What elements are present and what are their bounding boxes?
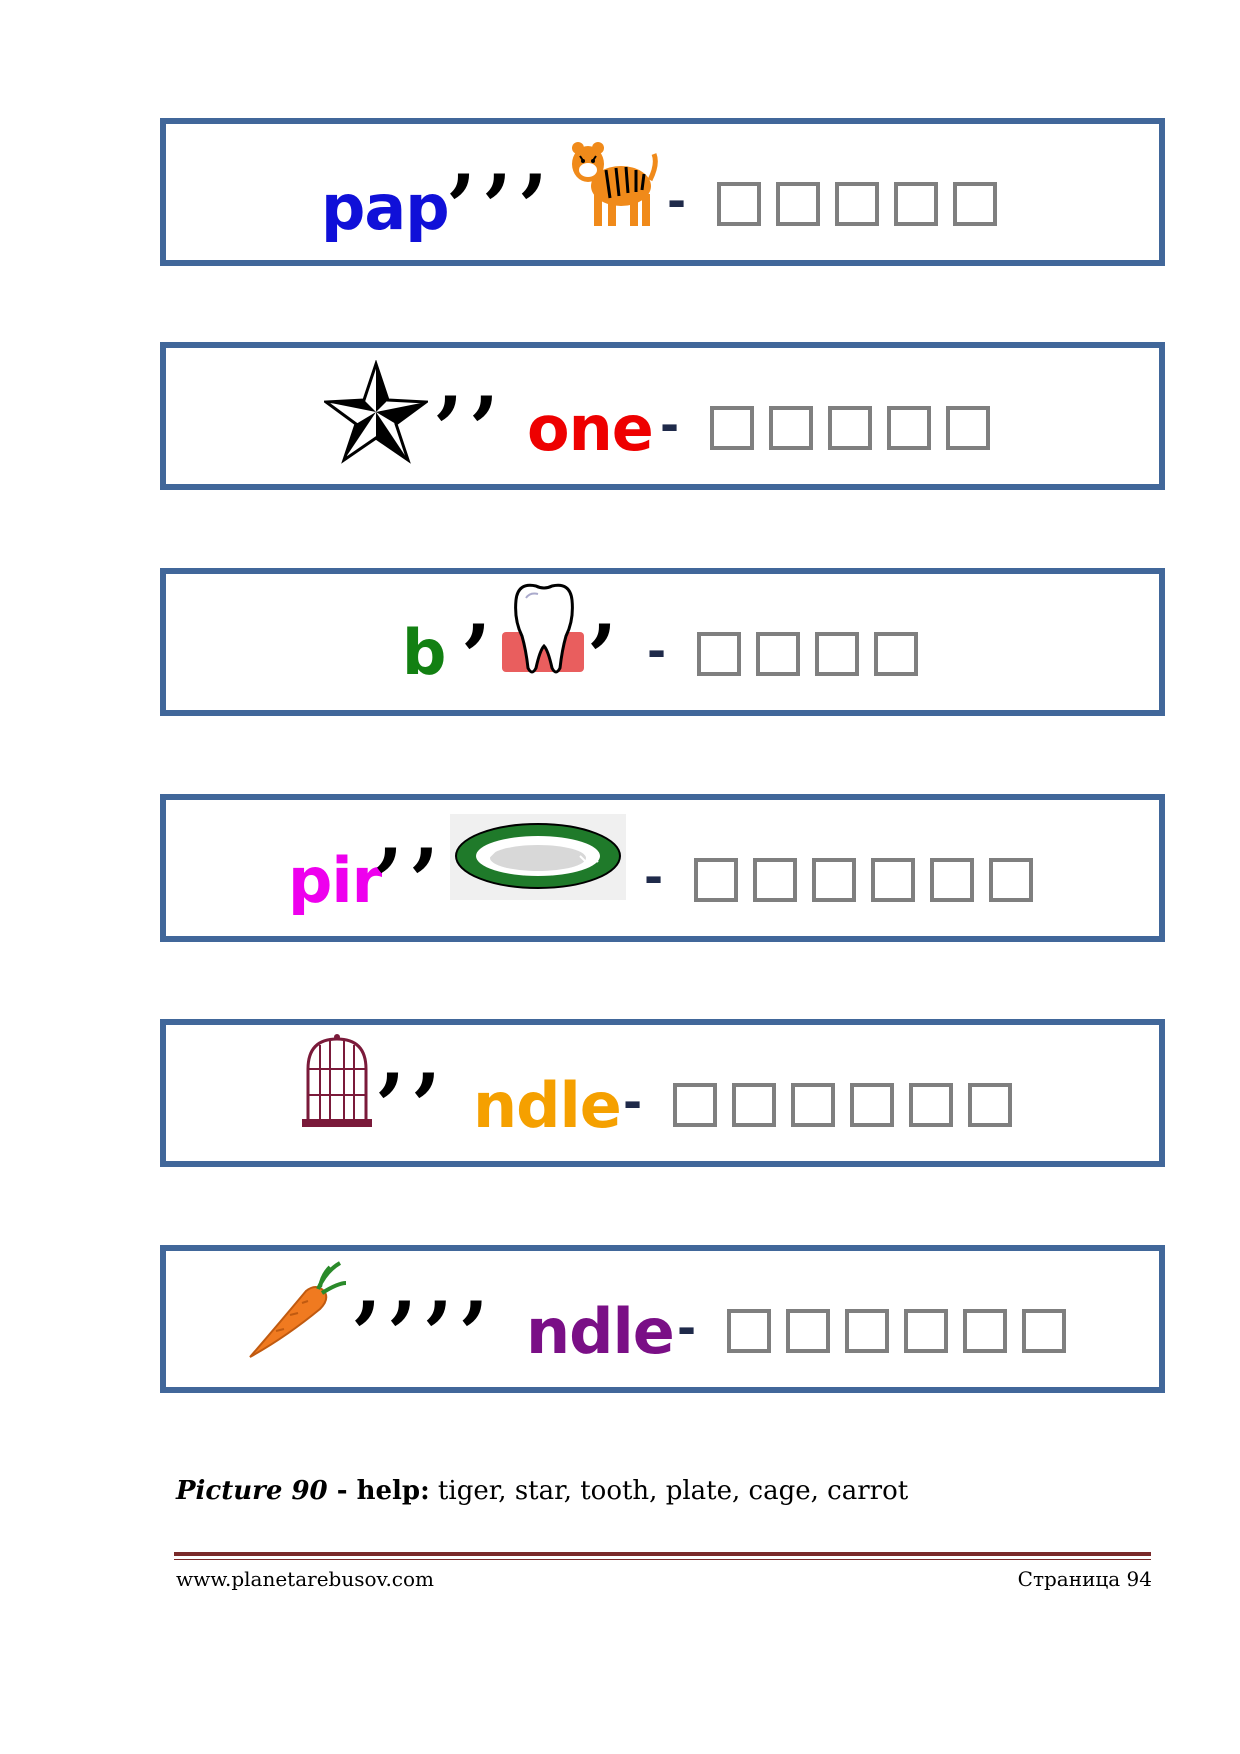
cage-icon: [302, 1034, 372, 1127]
letter-box[interactable]: [815, 632, 859, 676]
letter-box[interactable]: [753, 858, 797, 902]
letter-box[interactable]: [968, 1083, 1012, 1127]
commas: ,,: [436, 333, 508, 427]
help-separator: -: [327, 1476, 357, 1506]
letter-box[interactable]: [756, 632, 800, 676]
commas: ,: [464, 561, 500, 655]
dash: -: [644, 850, 664, 904]
letter-box[interactable]: [791, 1083, 835, 1127]
letter-box[interactable]: [953, 182, 997, 226]
letter-box[interactable]: [904, 1309, 948, 1353]
puzzle-word: ndle: [526, 1295, 675, 1368]
footer-divider: [174, 1552, 1151, 1556]
picture-label: Picture 90: [176, 1476, 328, 1506]
letter-box[interactable]: [963, 1309, 1007, 1353]
tooth-icon: [502, 583, 584, 674]
puzzle-word: pir: [288, 844, 382, 917]
answer-boxes: [727, 1309, 1066, 1353]
dash: -: [647, 624, 667, 678]
commas: ,: [590, 561, 626, 655]
dash: -: [667, 174, 687, 228]
commas: ,,,: [449, 111, 557, 205]
answer-boxes: [717, 182, 997, 226]
letter-box[interactable]: [727, 1309, 771, 1353]
puzzle-card-2: ,, one -: [160, 333, 1165, 490]
letter-box[interactable]: [850, 1083, 894, 1127]
carrot-icon: [249, 1261, 347, 1358]
letter-box[interactable]: [835, 182, 879, 226]
dash: -: [660, 398, 680, 452]
dash: -: [623, 1075, 643, 1129]
puzzle-card-3: b , , -: [160, 568, 1165, 716]
letter-box[interactable]: [894, 182, 938, 226]
dash: -: [677, 1301, 697, 1355]
letter-box[interactable]: [732, 1083, 776, 1127]
answer-boxes: [710, 406, 990, 450]
letter-box[interactable]: [1022, 1309, 1066, 1353]
letter-box[interactable]: [989, 858, 1033, 902]
commas: ,,: [378, 1010, 450, 1104]
letter-box[interactable]: [786, 1309, 830, 1353]
letter-box[interactable]: [812, 858, 856, 902]
puzzle-card-6: ,,,, ndle -: [160, 1245, 1165, 1393]
puzzle-card-1: pap ,,, -: [160, 118, 1165, 266]
footer-site-link[interactable]: www.planetarebusov.com: [176, 1567, 435, 1591]
puzzle-card-4: pir ,, -: [160, 785, 1165, 942]
letter-box[interactable]: [769, 406, 813, 450]
letter-box[interactable]: [710, 406, 754, 450]
letter-box[interactable]: [776, 182, 820, 226]
help-line: Picture 90 - help: tiger, star, tooth, p…: [176, 1476, 908, 1506]
letter-box[interactable]: [697, 632, 741, 676]
answer-boxes: [697, 632, 918, 676]
puzzle-word: pap: [321, 171, 450, 244]
letter-box[interactable]: [717, 182, 761, 226]
footer-divider-thin: [174, 1559, 1151, 1560]
letter-box[interactable]: [909, 1083, 953, 1127]
star-icon: [324, 360, 428, 464]
plate-icon: [450, 814, 626, 900]
footer-page-number: Страница 94: [1017, 1567, 1152, 1591]
letter-box[interactable]: [887, 406, 931, 450]
letter-box[interactable]: [828, 406, 872, 450]
letter-box[interactable]: [673, 1083, 717, 1127]
puzzle-word: b: [402, 616, 446, 689]
help-label: help:: [356, 1476, 430, 1506]
letter-box[interactable]: [694, 858, 738, 902]
letter-box[interactable]: [845, 1309, 889, 1353]
letter-box[interactable]: [946, 406, 990, 450]
letter-box[interactable]: [874, 632, 918, 676]
puzzle-word: one: [527, 392, 654, 465]
tiger-icon: [572, 142, 658, 226]
puzzle-card-5: ,, ndle -: [160, 1010, 1165, 1167]
letter-box[interactable]: [930, 858, 974, 902]
answer-boxes: [694, 858, 1033, 902]
commas: ,,,,: [354, 1238, 498, 1332]
help-words: tiger, star, tooth, plate, cage, carrot: [429, 1476, 909, 1506]
answer-boxes: [673, 1083, 1012, 1127]
commas: ,,: [376, 785, 448, 879]
puzzle-word: ndle: [473, 1069, 622, 1142]
letter-box[interactable]: [871, 858, 915, 902]
